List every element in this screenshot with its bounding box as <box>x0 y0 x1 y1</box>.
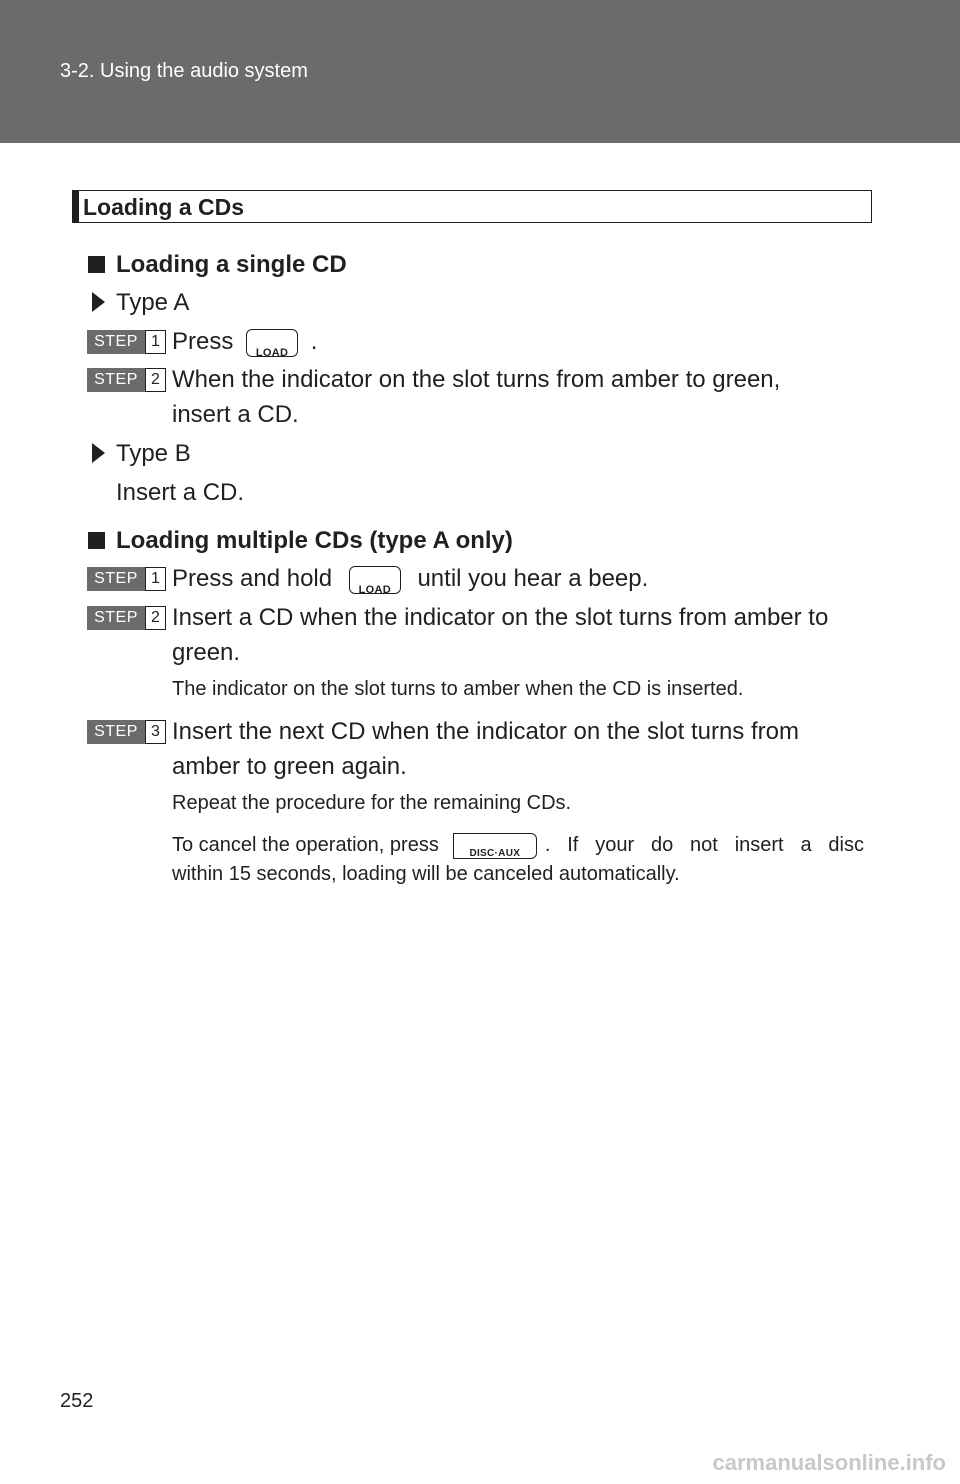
step-badge-1: STEP 1 <box>87 567 166 591</box>
watermark: carmanualsonline.info <box>712 1450 947 1475</box>
single-step1-text: Press LOAD . <box>172 328 318 359</box>
single-step2-line1: When the indicator on the slot turns fro… <box>172 366 781 393</box>
multi-step1-text: Press and hold LOAD until you hear a bee… <box>172 565 649 596</box>
multi-step3-line1: Insert the next CD when the indicator on… <box>172 718 799 745</box>
page-number: 252 <box>60 1390 94 1412</box>
header-section-title: 3-2. Using the audio system <box>60 60 308 82</box>
step-badge-2: STEP 2 <box>87 606 166 630</box>
multi-note-repeat: Repeat the procedure for the remaining C… <box>172 792 572 814</box>
step-badge-3: STEP 3 <box>87 720 166 744</box>
type-b-text: Insert a CD. <box>116 479 245 506</box>
multi-note-cancel-line2: within 15 seconds, loading will be cance… <box>172 863 680 885</box>
heading-single-cd: Loading a single CD <box>116 251 347 278</box>
single-step2-line2: insert a CD. <box>172 401 299 428</box>
section-title-bar <box>73 191 79 222</box>
multi-step2-line2: green. <box>172 639 241 666</box>
step-badge-2: STEP 2 <box>87 368 166 392</box>
header-band: 3-2. Using the audio system <box>0 0 960 143</box>
square-bullet-icon <box>88 256 105 273</box>
type-a-label: Type A <box>116 289 190 316</box>
section-title: Loading a CDs <box>83 194 245 220</box>
triangle-bullet-icon <box>92 292 105 312</box>
multi-step3-line2: amber to green again. <box>172 753 407 780</box>
heading-multiple-cds: Loading multiple CDs (type A only) <box>116 527 513 554</box>
triangle-bullet-icon <box>92 443 105 463</box>
multi-step2-line1: Insert a CD when the indicator on the sl… <box>172 604 829 631</box>
load-button-icon: LOAD <box>246 328 299 359</box>
multi-note-cancel-line1: To cancel the operation, press DISC·AUX … <box>172 832 864 859</box>
multi-step2-note: The indicator on the slot turns to amber… <box>172 678 744 700</box>
type-b-label: Type B <box>116 440 191 467</box>
load-button-icon: LOAD <box>348 565 401 596</box>
step-badge-1: STEP 1 <box>87 330 166 354</box>
section-title-box: Loading a CDs <box>72 190 872 223</box>
square-bullet-icon <box>88 532 105 549</box>
disc-aux-button-icon: DISC·AUX <box>452 832 537 859</box>
